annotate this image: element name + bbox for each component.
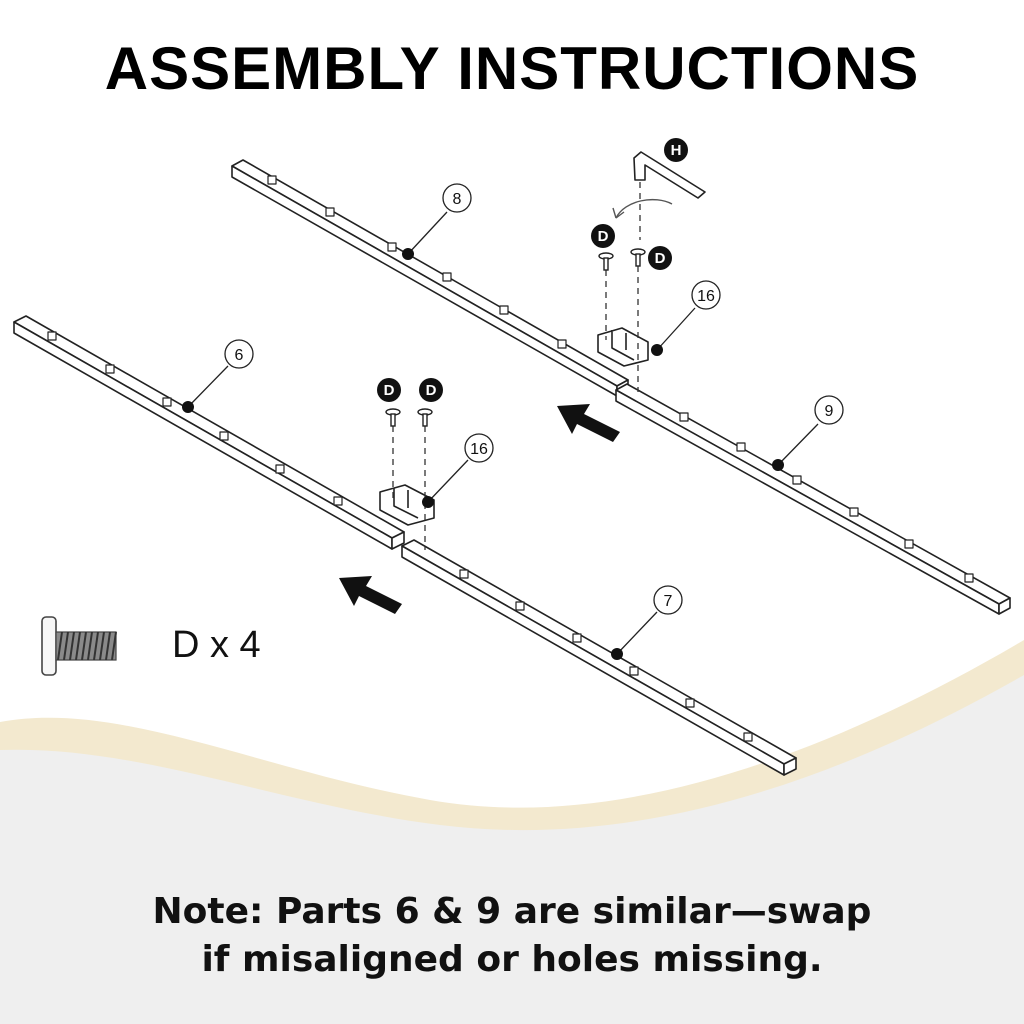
callout-part-16-bottom: 16	[470, 441, 488, 458]
badge-screw-d-3: D	[384, 382, 395, 399]
callout-part-16-top: 16	[697, 288, 715, 305]
screw-d-bottom-right	[417, 408, 433, 427]
push-arrow-icon-top	[557, 404, 620, 442]
callout-part-8: 8	[453, 191, 462, 208]
callout-part-7: 7	[664, 593, 673, 610]
beam-part-8	[231, 159, 629, 397]
bracket-part-16-top	[597, 327, 649, 367]
beam-part-7	[401, 539, 797, 776]
note-text: Note: Parts 6 & 9 are similar—swap if mi…	[40, 888, 984, 984]
note-line-2: if misaligned or holes missing.	[201, 939, 823, 980]
badge-screw-d-4: D	[426, 382, 437, 399]
legend-label: D x 4	[172, 624, 261, 666]
callout-part-6: 6	[235, 347, 244, 364]
badge-tool-h: H	[671, 142, 682, 159]
push-arrow-icon-bottom	[339, 576, 402, 614]
page-title: ASSEMBLY INSTRUCTIONS	[104, 35, 920, 102]
screw-d-top-right	[630, 248, 646, 267]
screw-d-bottom-left	[385, 408, 401, 427]
callout-part-9: 9	[825, 403, 834, 420]
gray-panel	[0, 675, 1024, 1024]
badge-screw-d-1: D	[598, 228, 609, 245]
hex-key-tool	[633, 151, 706, 199]
badge-screw-d-2: D	[655, 250, 666, 267]
beam-part-6	[13, 315, 405, 550]
rotation-arrow-icon	[615, 198, 673, 219]
screw-d-top-left	[598, 252, 614, 271]
legend-screw-icon	[41, 616, 117, 676]
note-line-1: Note: Parts 6 & 9 are similar—swap	[152, 891, 872, 932]
beam-part-9	[615, 383, 1011, 615]
